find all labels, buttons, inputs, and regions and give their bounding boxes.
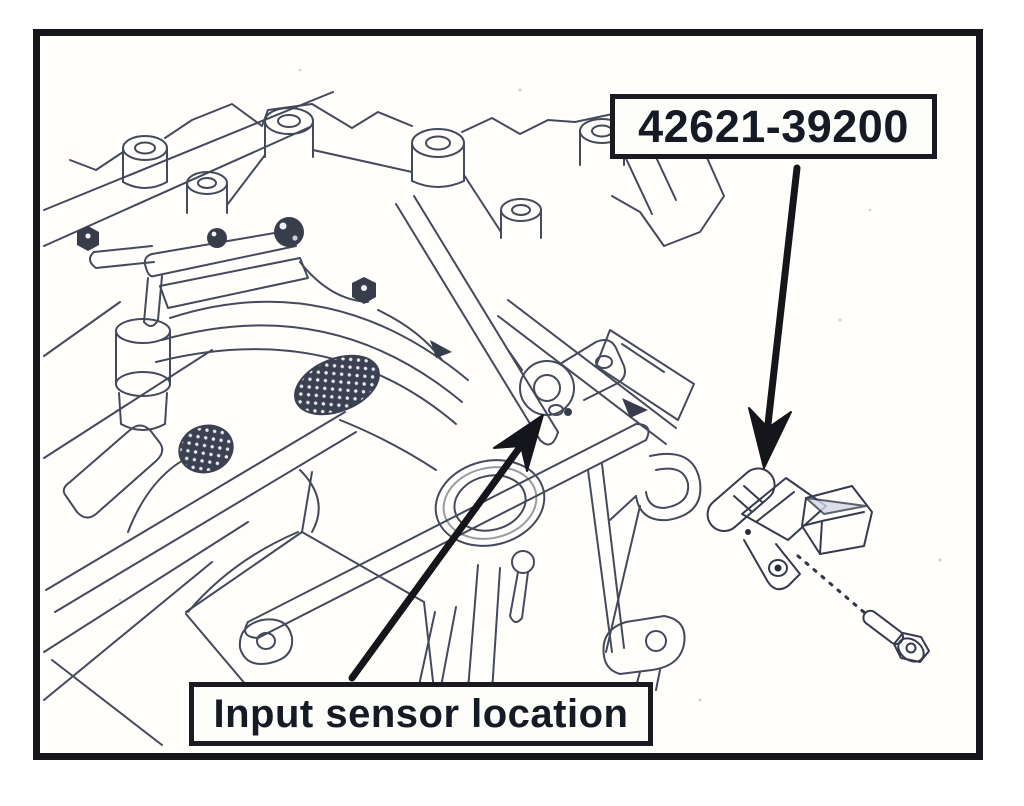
bolt-axis-dotted-line — [796, 554, 868, 616]
shift-lever-assembly — [89, 229, 309, 327]
mounting-bolt-drawing — [862, 609, 930, 663]
scan-noise — [118, 68, 942, 742]
case-ring-opening — [434, 459, 546, 547]
sensor-part-drawing — [706, 467, 873, 591]
sensor-location-label: Input sensor location — [189, 682, 653, 746]
arrow-to-sensor-part-icon — [748, 164, 801, 469]
knurled-dampers — [178, 354, 380, 474]
transaxle-line-art — [43, 91, 725, 746]
part-number-text: 42621-39200 — [638, 101, 909, 152]
input-sensor-boss — [507, 339, 626, 416]
arrow-to-sensor-location-icon — [348, 414, 544, 682]
fastener-highlights — [85, 222, 367, 291]
sensor-location-text: Input sensor location — [213, 692, 629, 736]
mounting-bosses — [122, 107, 625, 239]
part-number-label: 42621-39200 — [610, 94, 937, 159]
